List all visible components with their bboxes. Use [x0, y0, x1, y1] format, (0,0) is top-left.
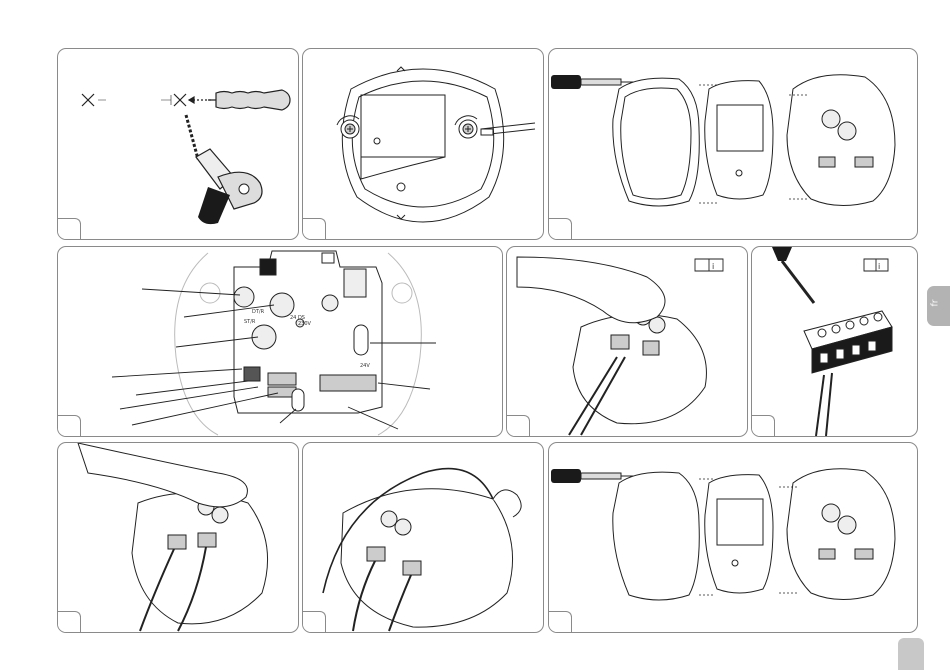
manual-icon: i: [864, 259, 888, 271]
circuit-board-illustration: DT/R 24 DS ST/R 230V 24V: [58, 247, 502, 436]
refit-cover-illustration: [549, 443, 917, 632]
connect-terminal-illustration: i: [507, 247, 747, 436]
panel-step-1-drill: [57, 48, 299, 240]
unscrew-plate-illustration: [303, 49, 543, 239]
board-label-e: 24V: [360, 363, 370, 369]
panel-step-5-connect: i: [506, 246, 748, 437]
step-number-box: [303, 611, 326, 632]
panel-step-9-refit-cover: [548, 442, 918, 633]
step-number-box: [58, 415, 81, 436]
remove-cover-illustration: [549, 49, 917, 239]
step-number-box: [507, 415, 530, 436]
svg-text:i: i: [712, 262, 714, 271]
step-number-box: [58, 611, 81, 632]
svg-text:i: i: [878, 262, 880, 271]
language-tab-label: fr: [930, 300, 940, 307]
drill-icon: [186, 115, 262, 224]
board-label-c: ST/R: [244, 319, 256, 325]
panel-step-4-board: DT/R 24 DS ST/R 230V 24V: [57, 246, 503, 437]
panel-step-8-route: [302, 442, 544, 633]
panel-step-6-screw-terminal: i: [751, 246, 918, 437]
step-number-box: [752, 415, 775, 436]
panel-step-3-remove-cover: [548, 48, 918, 240]
panel-step-2-unscrew: [302, 48, 544, 240]
step-number-box: [549, 218, 572, 239]
screw-terminal-illustration: i: [752, 247, 917, 436]
panel-step-7-insert: [57, 442, 299, 633]
board-label-d: 230V: [298, 321, 312, 327]
manual-icon: i: [695, 259, 723, 271]
terminal-block-icon: [804, 311, 892, 373]
screwdriver-icon: [772, 247, 814, 303]
step-number-box: [58, 218, 81, 239]
board-label-a: DT/R: [252, 309, 265, 315]
step-number-box: [549, 611, 572, 632]
insert-connectors-illustration: [58, 443, 298, 632]
step-number-box: [303, 218, 326, 239]
route-cable-illustration: [303, 443, 543, 632]
language-tab: fr: [927, 286, 950, 326]
drill-wallplug-illustration: [58, 49, 298, 239]
page-tab: [898, 638, 924, 670]
